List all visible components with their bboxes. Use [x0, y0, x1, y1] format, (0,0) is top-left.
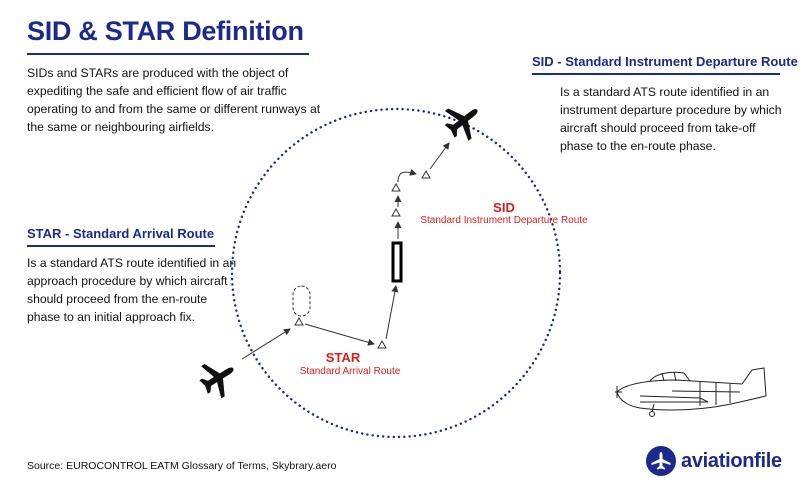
departing-plane-icon [437, 94, 489, 147]
brand-name: aviationfile [681, 449, 782, 472]
star-route-segment-1 [241, 328, 291, 360]
sid-waypoint-icon [391, 207, 401, 217]
sid-heading-underline [532, 73, 780, 75]
star-heading-underline [27, 245, 215, 247]
title-underline [27, 53, 309, 55]
holding-pattern [292, 285, 311, 317]
runway [391, 241, 403, 283]
intro-paragraph: SIDs and STARs are produced with the obj… [27, 66, 321, 134]
source-citation: Source: EUROCONTROL EATM Glossary of Ter… [27, 460, 337, 472]
page-title: SID & STAR Definition [27, 16, 304, 46]
star-description: Is a standard ATS route identified in an… [27, 256, 237, 324]
vintage-aircraft-illustration [615, 367, 767, 417]
sid-diagram-sublabel: Standard Instrument Departure Route [420, 215, 588, 226]
sid-route-turn [397, 168, 417, 183]
sid-heading: SID - Standard Instrument Departure Rout… [532, 54, 798, 69]
arriving-plane-icon [193, 352, 244, 404]
airplane-icon [646, 446, 676, 476]
airspace-circle [230, 107, 562, 439]
sid-waypoint-icon [391, 182, 401, 192]
star-waypoint-icon [294, 316, 304, 326]
brand-logo[interactable]: aviationfile [646, 441, 782, 481]
sid-diagram-label: SID [493, 200, 515, 215]
star-waypoint-icon [377, 339, 387, 349]
star-diagram-sublabel: Standard Arrival Route [300, 366, 401, 377]
sid-route-segment-3 [429, 142, 450, 170]
final-approach-segment [385, 285, 399, 340]
star-diagram-label: STAR [326, 350, 361, 365]
star-route-segment-2 [304, 323, 375, 346]
sid-description: Is a standard ATS route identified in an… [560, 85, 782, 153]
sid-waypoint-icon [421, 169, 431, 179]
star-heading: STAR - Standard Arrival Route [27, 226, 215, 241]
